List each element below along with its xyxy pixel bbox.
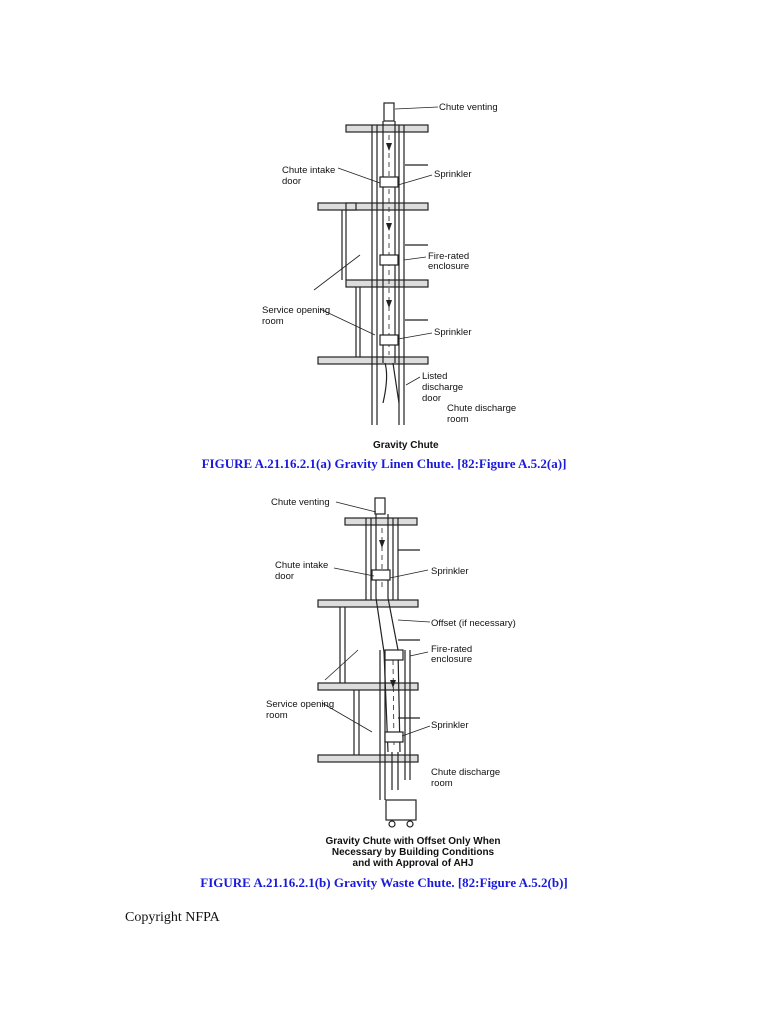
figure-b-drawing: Chute venting Chute intake door Sprinkle…	[0, 490, 768, 870]
floor-slabs	[317, 517, 419, 763]
drawing-title-b-line-3: and with Approval of AHJ	[353, 858, 474, 869]
vent-cap	[383, 102, 395, 122]
copyright-notice: Copyright NFPA	[125, 910, 220, 925]
waste-cart	[385, 799, 417, 821]
figure-a-drawing: Chute venting Chute intake door Sprinkle…	[0, 95, 768, 455]
label-chute-venting: Chute venting	[439, 102, 498, 113]
label-service-opening: Service opening	[266, 699, 334, 710]
leader-lines	[313, 106, 439, 386]
label-chute-discharge: Chute discharge	[447, 403, 516, 414]
label-chute-discharge: Chute discharge	[431, 767, 500, 778]
flow-arrows	[379, 540, 396, 688]
gravity-linen-chute-diagram: Chute venting Chute intake door Sprinkle…	[262, 102, 516, 451]
label-sprinkler-top: Sprinkler	[431, 566, 469, 577]
chute-tube	[379, 121, 400, 404]
label-chute-intake: Chute intake	[275, 560, 328, 571]
drawing-title-b-line-1: Gravity Chute with Offset Only When	[325, 836, 500, 847]
label-sprinkler-top: Sprinkler	[434, 169, 472, 180]
label-chute-intake-door: door	[275, 571, 294, 582]
figure-b-caption: FIGURE A.21.16.2.1(b) Gravity Waste Chut…	[200, 875, 568, 890]
chute-tube-with-offset	[371, 514, 417, 828]
walls	[341, 125, 405, 425]
label-fire-rated: Fire-rated	[428, 251, 469, 262]
label-fire-rated: Fire-rated	[431, 644, 472, 655]
label-door: door	[422, 393, 441, 404]
label-sprinkler-bottom: Sprinkler	[434, 327, 472, 338]
figure-a-caption: FIGURE A.21.16.2.1(a) Gravity Linen Chut…	[201, 456, 567, 471]
label-chute-venting: Chute venting	[271, 497, 330, 508]
label-listed: Listed	[422, 371, 447, 382]
label-service-room: room	[262, 316, 284, 327]
drawing-title-a: Gravity Chute	[373, 440, 439, 451]
label-service-opening: Service opening	[262, 305, 330, 316]
label-chute-intake: Chute intake	[282, 165, 335, 176]
flow-arrows	[386, 143, 392, 308]
label-enclosure: enclosure	[431, 654, 472, 665]
gravity-waste-chute-diagram: Chute venting Chute intake door Sprinkle…	[266, 497, 516, 869]
label-discharge-room: room	[431, 778, 453, 789]
label-offset: Offset (if necessary)	[431, 618, 516, 629]
label-service-room: room	[266, 710, 288, 721]
label-enclosure: enclosure	[428, 261, 469, 272]
floor-slabs	[317, 124, 429, 365]
drawing-title-b-line-2: Necessary by Building Conditions	[332, 847, 495, 858]
leader-lines	[321, 501, 431, 737]
label-chute-intake-door: door	[282, 176, 301, 187]
vent-cap	[374, 497, 386, 515]
label-discharge-room: room	[447, 414, 469, 425]
label-sprinkler-bottom: Sprinkler	[431, 720, 469, 731]
label-discharge: discharge	[422, 382, 463, 393]
